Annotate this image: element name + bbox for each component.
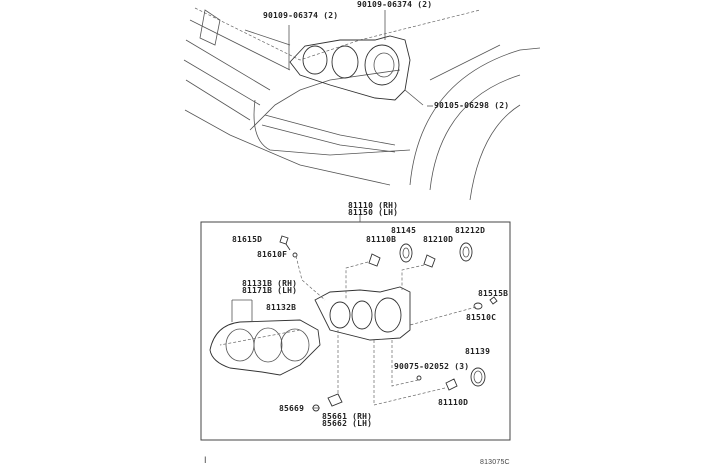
diagram-code: 813075C	[480, 459, 510, 466]
part-label-81615D: 81615D	[232, 235, 263, 244]
part-label-81139: 81139	[465, 347, 491, 356]
part-label-81110B: 81110B	[366, 235, 397, 244]
part-label-81610F: 81610F	[257, 250, 288, 259]
bolt-label-top: 90109-06374 (2)	[357, 0, 433, 9]
page-mark: I	[204, 455, 207, 465]
assembly-box	[200, 221, 511, 441]
assembly-title-lh: 81150 (LH)	[348, 208, 399, 217]
part-label-81510C: 81510C	[466, 313, 497, 322]
bolt-label-right: 90105-06298 (2)	[434, 101, 510, 110]
leader-lines	[219, 255, 477, 409]
part-label-90075-02052: 90075-02052 (3)	[394, 362, 470, 371]
bulbs-and-sockets	[279, 235, 498, 412]
part-label-81515B: 81515B	[478, 289, 509, 298]
part-label-81171B: 81171B (LH)	[242, 286, 298, 295]
part-label-81212D: 81212D	[455, 226, 486, 235]
part-label-85669: 85669	[279, 404, 305, 413]
headlamp-lens	[209, 319, 321, 376]
part-label-81132B: 81132B	[266, 303, 297, 312]
part-label-81110D: 81110D	[438, 398, 469, 407]
bolt-label-left: 90109-06374 (2)	[263, 11, 339, 20]
part-label-85662: 85662 (LH)	[322, 419, 373, 428]
headlamp-installed	[289, 35, 411, 101]
assembly-title-rh: 81110 (RH)	[348, 201, 399, 210]
part-label-85661: 85661 (RH)	[322, 412, 373, 421]
headlamp-unit	[314, 286, 411, 341]
bolts-and-leaders	[288, 10, 433, 107]
part-label-81131B: 81131B (RH)	[242, 279, 298, 288]
part-label-81210D: 81210D	[423, 235, 454, 244]
part-label-81145: 81145	[391, 226, 417, 235]
car-front-illustration	[183, 7, 541, 201]
